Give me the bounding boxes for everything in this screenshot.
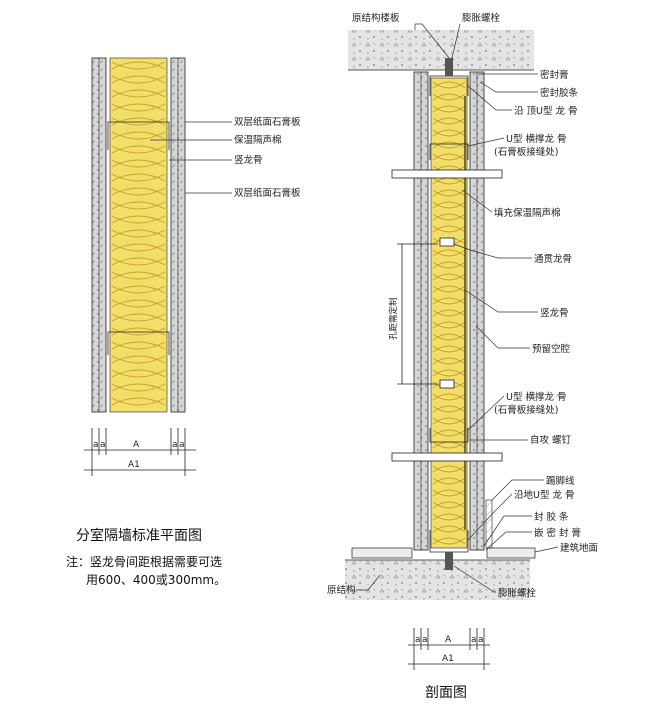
plan-insulation: [109, 57, 168, 413]
plan-stud-bottom: [107, 331, 170, 355]
section-label-11: 自攻 螺钉: [530, 434, 572, 446]
plan-dim-a3: a: [172, 440, 178, 450]
section-label-2: 沿 顶U型 龙 骨: [514, 105, 578, 117]
section-dim-a3: a: [471, 635, 477, 645]
section-dim-A1: A1: [442, 654, 454, 664]
plan-label-stud: 竖龙骨: [234, 154, 263, 166]
section-label-9: U型 横撑龙 骨: [506, 391, 567, 403]
section-label-10: (石膏板接缝处): [494, 404, 558, 416]
section-label-1: 密封胶条: [540, 87, 579, 99]
section-label-14: 封 胶 条: [534, 511, 569, 523]
section-u-brace-top: [429, 143, 469, 160]
plan-dim-a4: a: [179, 440, 185, 450]
section-label-0: 密封膏: [540, 69, 569, 81]
section-hole-spacing-label: 孔距需定制: [388, 297, 399, 340]
plan-dim-A: A: [133, 440, 140, 450]
section-dim-a1: a: [415, 635, 421, 645]
section-label-4: (石膏板接缝处): [494, 146, 558, 158]
section-label-7: 竖龙骨: [540, 307, 569, 319]
section-runner-1: [439, 237, 455, 247]
plan-insulation-pattern: [111, 61, 166, 406]
section-joint-top: [391, 169, 503, 179]
section-dimensions: a a A a a A1: [408, 628, 490, 670]
section-u-brace-bottom: [429, 428, 469, 443]
plan-label-insulation: 保温隔声棉: [234, 134, 282, 146]
section-dim-a2: a: [422, 635, 428, 645]
section-label-16: 建筑地面: [560, 542, 598, 554]
section-label-12: 踢脚线: [546, 475, 575, 487]
section-label-15: 嵌 密 封 膏: [534, 527, 581, 539]
plan-label-board-top: 双层纸面石膏板: [234, 116, 301, 128]
plan-stud-top: [107, 121, 170, 150]
section-runner-2: [439, 379, 455, 389]
section-finished-floor: [351, 547, 413, 559]
section-bottom-bolt: [445, 552, 453, 570]
section-label-top-bolt: 膨胀螺栓: [462, 12, 501, 24]
section-label-13: 沿地U型 龙 骨: [514, 489, 575, 501]
section-finished-floor-right: [486, 547, 536, 559]
section-title: 剖面图: [425, 685, 467, 701]
plan-title: 分室隔墙标准平面图: [76, 527, 202, 544]
section-dim-a4: a: [478, 635, 484, 645]
plan-note-line1: 注：竖龙骨间距根据需要可选: [66, 554, 222, 569]
section-joint-bottom: [391, 452, 503, 462]
section-insulation: [430, 77, 468, 549]
plan-label-board-bottom: 双层纸面石膏板: [234, 187, 301, 199]
section-skirting: [485, 499, 493, 549]
plan-view: 双层纸面石膏板 保温隔声棉 竖龙骨 双层纸面石膏板 a a A a a A1 分…: [66, 57, 301, 587]
section-label-base: 原结构: [327, 584, 356, 596]
section-label-6: 通贯龙骨: [534, 253, 572, 265]
plan-note-line2: 用600、400或300mm。: [86, 573, 226, 587]
section-leaders: [453, 73, 559, 553]
section-top-bolt: [445, 58, 453, 76]
section-label-8: 预留空腔: [532, 343, 571, 355]
section-hole-spacing-dim: 孔距需定制: [388, 243, 438, 385]
plan-dim-a1: a: [93, 440, 99, 450]
section-label-5: 填充保温隔声棉: [494, 207, 561, 219]
section-ceiling-slab: [348, 30, 534, 70]
plan-dim-a2: a: [100, 440, 106, 450]
section-label-bottom-bolt: 膨胀螺栓: [498, 587, 537, 599]
section-right-labels: 密封膏 密封胶条 沿 顶U型 龙 骨 U型 横撑龙 骨 (石膏板接缝处) 填充保…: [494, 69, 598, 554]
section-dim-A: A: [445, 635, 452, 645]
section-label-slab: 原结构楼板: [352, 12, 400, 24]
section-label-3: U型 横撑龙 骨: [506, 133, 567, 145]
plan-dimensions: a a A a a A1: [84, 428, 196, 476]
section-view: 孔距需定制 原结构楼板 膨胀螺栓 密封膏 密封胶条 沿 顶U型 龙 骨 U型 横…: [327, 12, 598, 701]
plan-dim-A1: A1: [128, 460, 140, 470]
